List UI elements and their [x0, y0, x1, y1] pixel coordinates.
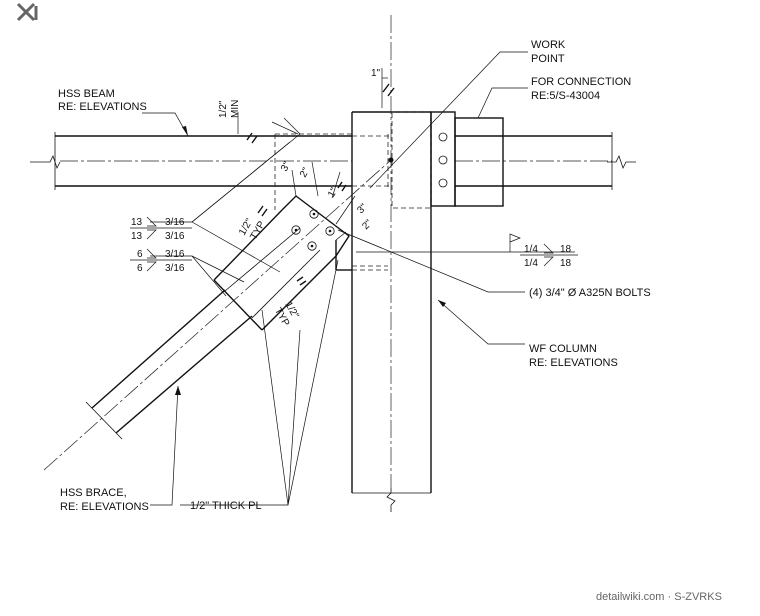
hss-beam-line1: HSS BEAM: [58, 88, 115, 100]
weld-b-length-top: 6: [137, 249, 143, 260]
wf-column-line2: RE: ELEVATIONS: [529, 357, 618, 369]
weld-c-size-bottom: 1/4: [524, 258, 538, 269]
hss-beam-line2: RE: ELEVATIONS: [58, 101, 147, 113]
hss-brace-line2: RE: ELEVATIONS: [60, 501, 149, 513]
label-for-connection: FOR CONNECTION RE:5/S-43004: [531, 76, 631, 102]
hss-brace: [43, 159, 392, 471]
hss-beam: [30, 132, 636, 190]
hidden-stiffener: [391, 111, 432, 209]
leader-lines: [142, 51, 575, 506]
weld-b-size-bottom: 3/16: [165, 263, 185, 274]
work-point-line2: POINT: [531, 53, 565, 65]
weld-marks: [246, 83, 395, 286]
label-half-min: 1/2" MIN: [218, 100, 241, 118]
label-typ-top: 1/2" TYP: [237, 216, 268, 241]
work-point-marker: [388, 157, 394, 163]
label-work-point: WORK POINT: [531, 39, 566, 65]
weld-a-size-bottom: 3/16: [165, 231, 185, 242]
weld-b-size-top: 3/16: [165, 249, 185, 260]
for-connection-line2: RE:5/S-43004: [531, 90, 600, 102]
dim-3in-a: 3": [279, 160, 293, 174]
label-hss-brace: HSS BRACE, RE: ELEVATIONS: [60, 487, 149, 513]
weld-a-length-bottom: 13: [131, 231, 143, 242]
work-point-line1: WORK: [531, 39, 566, 51]
half-min-line2: MIN: [230, 100, 241, 118]
weld-symbol-a: 13 3/16 13 3/16: [130, 216, 192, 242]
label-bolts: (4) 3/4" Ø A325N BOLTS: [529, 287, 651, 299]
label-typ-bottom: 1/2" TYP: [272, 300, 301, 329]
brace-bolts: [291, 209, 335, 251]
half-min-line1: 1/2": [218, 100, 229, 118]
gusset-plate: [274, 133, 389, 271]
dim-3in-b: 3": [355, 202, 370, 217]
weld-symbol-c: 1/4 18 1/4 18: [520, 243, 578, 269]
weld-c-length-bottom: 18: [560, 258, 572, 269]
label-dim-set-a: 3" 2" 1" 3" 2": [279, 160, 375, 232]
dim-2in-a: 2": [298, 166, 312, 180]
label-one-inch: 1": [371, 68, 381, 79]
watermark: detailwiki.com · S-ZVRKS: [596, 591, 722, 603]
label-thick-plate: 1/2" THICK PL: [190, 500, 262, 512]
hss-brace-line1: HSS BRACE,: [60, 487, 127, 499]
beam-end-plate: [454, 117, 504, 207]
corner-logo-fragment: [16, 2, 38, 22]
label-wf-column: WF COLUMN RE: ELEVATIONS: [529, 343, 618, 369]
dim-2in-b: 2": [360, 218, 375, 233]
weld-a-length-top: 13: [131, 217, 143, 228]
for-connection-line1: FOR CONNECTION: [531, 76, 631, 88]
weld-symbol-b: 6 3/16 6 3/16: [130, 248, 192, 274]
weld-b-length-bottom: 6: [137, 263, 143, 274]
weld-c-length-top: 18: [560, 244, 572, 255]
label-hss-beam: HSS BEAM RE: ELEVATIONS: [58, 88, 147, 113]
wf-column-line1: WF COLUMN: [529, 343, 597, 355]
weld-a-size-top: 3/16: [165, 217, 185, 228]
weld-c-size-top: 1/4: [524, 244, 538, 255]
